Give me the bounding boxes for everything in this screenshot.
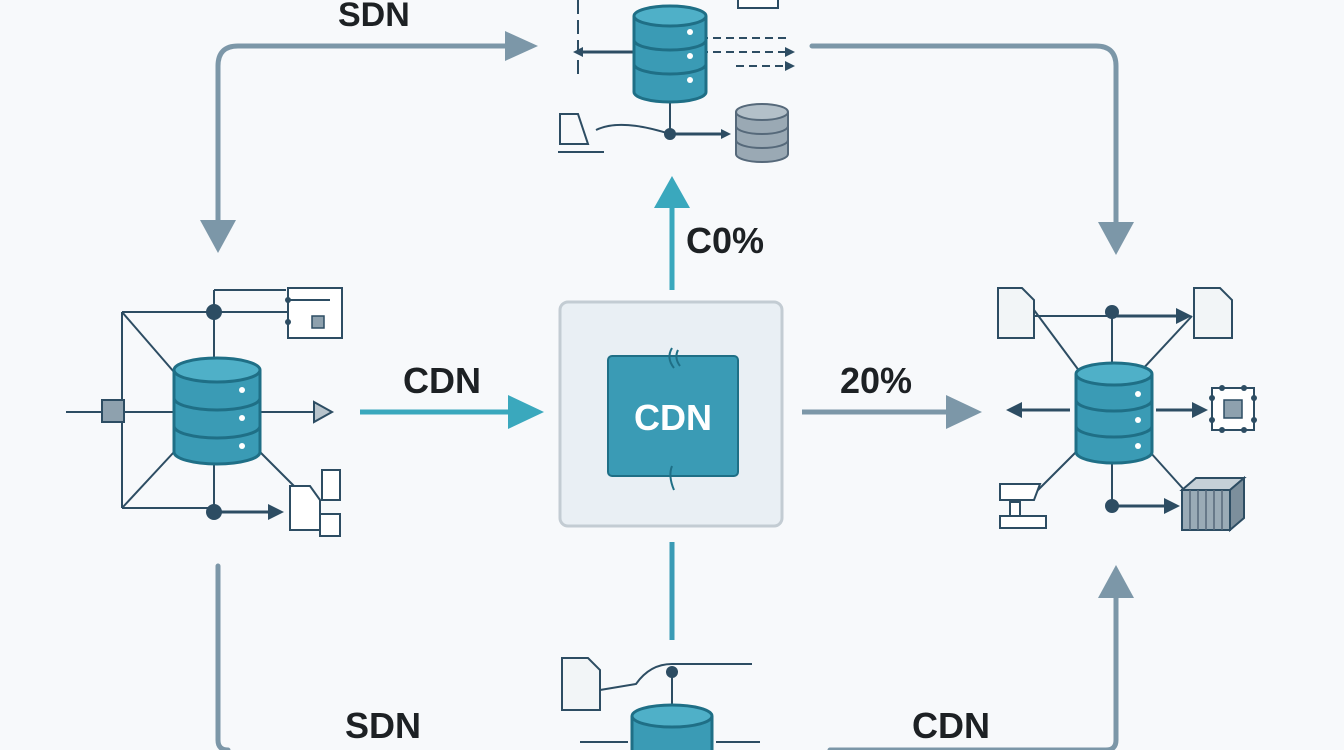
top-node (558, 0, 795, 163)
left-panel-icon (285, 287, 343, 339)
left-to-center-arrow (360, 395, 544, 429)
center-cdn-label: CDN (634, 397, 712, 438)
bottom-document-icon (561, 657, 601, 711)
gray-database-icon (735, 103, 789, 163)
outer-loop-arrowheads (200, 31, 1134, 598)
up-arrow (654, 176, 690, 290)
bottom-node (561, 657, 760, 750)
arrowhead-up-right (1098, 565, 1134, 598)
label-up-arrow: C0% (686, 220, 764, 261)
right-node (997, 287, 1257, 533)
database-stack-icon-right (1074, 361, 1154, 465)
label-left-arrow: CDN (403, 360, 481, 401)
arrowhead-down-left (200, 220, 236, 253)
top-right-loop-line (809, 43, 1119, 235)
arrowhead-right-top (505, 31, 538, 61)
label-top-left: SDN (338, 0, 410, 34)
cube-icon (1179, 475, 1247, 533)
left-node (66, 287, 343, 537)
top-small-box (737, 0, 779, 9)
label-bottom-left: SDN (345, 705, 421, 746)
label-bottom-right: CDN (912, 705, 990, 746)
database-stack-icon-bottom (630, 703, 714, 750)
tile-bottom-notch (669, 465, 675, 491)
arrowhead-down-right (1098, 222, 1134, 255)
center-cdn-node: CDN (558, 300, 784, 528)
left-doc-stack-icon (289, 469, 341, 537)
document-icon (997, 287, 1233, 339)
label-right-arrow: 20% (840, 360, 912, 401)
monitor-icon (558, 113, 604, 153)
top-left-loop-line (215, 43, 515, 225)
database-stack-icon (632, 4, 708, 104)
chip-icon (1209, 385, 1257, 433)
bottom-left-loop-line (215, 563, 231, 750)
switch-node-icon (101, 399, 125, 423)
center-cdn-tile (607, 355, 739, 477)
database-stack-icon-left (172, 356, 262, 466)
left-play-icon (313, 400, 335, 424)
workstation-icon (999, 483, 1047, 529)
center-to-right-arrow (802, 395, 982, 429)
tile-top-notch (668, 347, 681, 369)
